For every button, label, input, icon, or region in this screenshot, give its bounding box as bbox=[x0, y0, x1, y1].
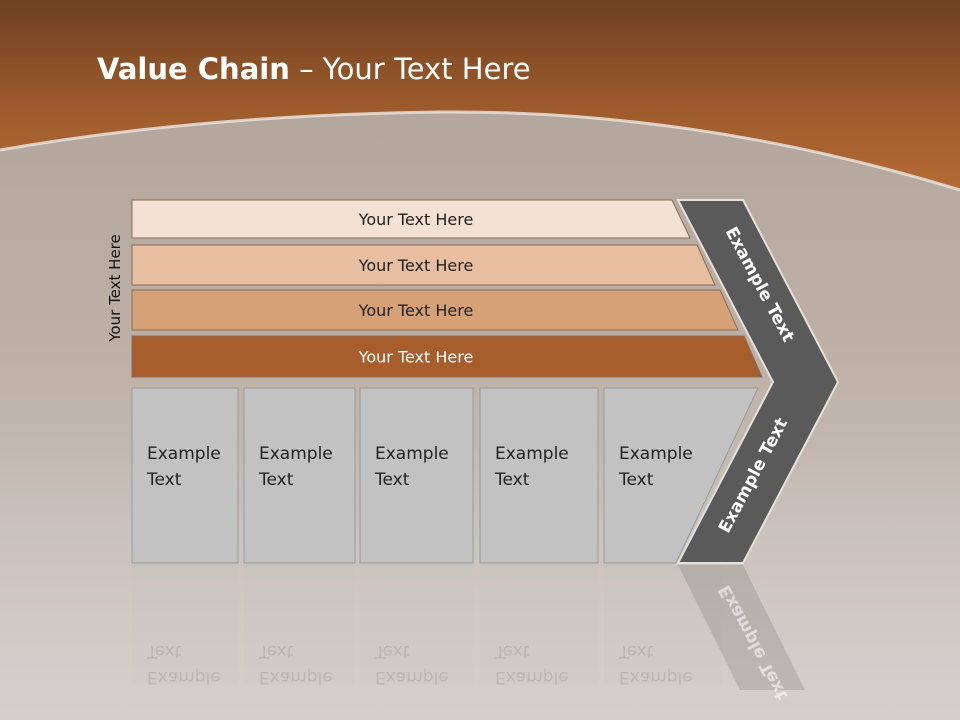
activity-box-label: Example bbox=[495, 444, 569, 464]
activity-box-shadow bbox=[604, 565, 722, 685]
activity-box-shadow bbox=[132, 565, 238, 685]
activity-box-reflection: Text bbox=[258, 641, 294, 661]
activity-box-shadow bbox=[480, 565, 598, 685]
margin-chevron bbox=[676, 199, 840, 564]
activity-box-reflection: Text bbox=[146, 641, 182, 661]
activity-box-reflection: Example bbox=[619, 667, 693, 687]
title-rest: – Your Text Here bbox=[299, 52, 531, 86]
activity-box-label: Text bbox=[618, 470, 654, 490]
activity-box-label: Text bbox=[146, 470, 182, 490]
chain-bar-2 bbox=[131, 244, 716, 286]
title-bold: Value Chain bbox=[97, 52, 290, 86]
margin-chevron-reflection bbox=[678, 565, 805, 690]
activity-box-5 bbox=[603, 387, 759, 564]
activity-box-label: Text bbox=[494, 470, 530, 490]
chain-bar-label: Your Text Here bbox=[358, 348, 474, 367]
chain-bar-4 bbox=[131, 335, 763, 378]
activity-box-label: Example bbox=[375, 444, 449, 464]
activity-box-2 bbox=[243, 387, 356, 564]
activity-box-reflection: Example bbox=[147, 667, 221, 687]
slide-title: Value Chain – Your Text Here bbox=[97, 52, 531, 86]
activity-box-label: Example bbox=[147, 444, 221, 464]
activity-box-label: Example bbox=[259, 444, 333, 464]
activity-box-reflection: Example bbox=[259, 667, 333, 687]
chain-bar-label: Your Text Here bbox=[358, 210, 474, 229]
activity-box-reflection: Example bbox=[375, 667, 449, 687]
activity-box-reflection: Text bbox=[374, 641, 410, 661]
activity-box-reflection: Example bbox=[495, 667, 569, 687]
activity-box-3 bbox=[359, 387, 474, 564]
activity-box-label: Text bbox=[374, 470, 410, 490]
activity-box-shadow bbox=[360, 565, 473, 685]
chain-bar-1 bbox=[131, 199, 691, 239]
activity-box-reflection: Text bbox=[618, 641, 654, 661]
activity-box-label: Text bbox=[258, 470, 294, 490]
chain-bar-3 bbox=[131, 289, 739, 331]
chain-bar-label: Your Text Here bbox=[358, 301, 474, 320]
chain-bar-label: Your Text Here bbox=[358, 256, 474, 275]
activity-box-4 bbox=[479, 387, 599, 564]
activity-box-reflection: Text bbox=[494, 641, 530, 661]
activity-box-shadow bbox=[244, 565, 355, 685]
activity-box-1 bbox=[131, 387, 239, 564]
activity-box-label: Example bbox=[619, 444, 693, 464]
